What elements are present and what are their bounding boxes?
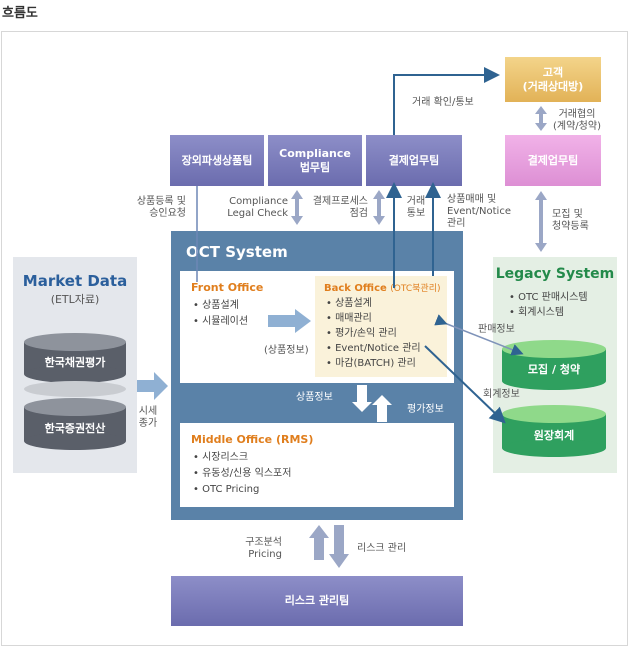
db-korea-bond-pricing: 한국채권평가 [24, 333, 126, 383]
trade-confirm-label: 거래 확인/통보 [412, 97, 474, 108]
compliance-check-label: Compliance Legal Check [227, 196, 288, 219]
back-office-items: • 상품설계 • 매매관리 • 평가/손익 관리 • Event/Notice … [326, 296, 421, 371]
legacy-item: • 회계시스템 [509, 307, 565, 318]
risk-team-label: 리스크 관리팀 [284, 594, 350, 607]
oct-to-risk-down-arrow [309, 525, 329, 560]
settlement-double-arrow [373, 190, 385, 225]
back-office-item: • 매매관리 [326, 313, 372, 324]
derivatives-team-label: 장외파생상품팀 [181, 153, 253, 167]
middle-office-items: • 시장리스크 • 유동성/신용 익스포저 • OTC Pricing [193, 450, 291, 498]
front-office-items: • 상품설계 • 시뮬레이션 [193, 298, 248, 330]
db-korea-bond-pricing-label: 한국채권평가 [44, 356, 106, 369]
product-registration-label: 상품등록 및 승인요청 [136, 196, 186, 219]
compliance-team-label: Compliance 법무팀 [279, 146, 351, 174]
settlement-legacy-double-arrow [535, 191, 547, 252]
page-title: 흐름도 [2, 6, 38, 21]
db-ledger-accounting: 원장회계 [502, 405, 606, 457]
trade-management-label: 상품매매 및 Event/Notice 관리 [447, 194, 511, 229]
customer-box: 고객 (거래상대방) [505, 57, 601, 102]
product-info-down-arrow [352, 385, 372, 412]
back-office-title: Back Office (OTC북관리) [324, 283, 441, 294]
quote-close-label: 시세 종가 [138, 406, 158, 429]
front-office-item: • 시뮬레이션 [193, 316, 249, 327]
settlement-check-label: 결제프로세스 점검 [312, 196, 368, 219]
trade-agreement-label: 거래협의 (계약/청약) [553, 109, 601, 132]
legacy-system-title: Legacy System [495, 266, 615, 282]
db-recruit-subscription: 모집 / 청약 [502, 340, 606, 390]
market-data-title: Market Data [22, 272, 128, 290]
valuation-info-label: 평가정보 [407, 404, 444, 415]
front-office-title: Front Office [191, 281, 264, 294]
middle-office-title: Middle Office (RMS) [191, 433, 314, 446]
settlement-to-customer-arrow [393, 67, 500, 135]
risk-management-label: 리스크 관리 [357, 543, 407, 554]
front-office-item: • 상품설계 [193, 300, 239, 311]
back-office-item: • 마감(BATCH) 관리 [326, 358, 416, 369]
trade-notice-label: 거래 통보 [406, 196, 426, 219]
customer-label: 고객 (거래상대방) [522, 65, 584, 93]
customer-settlement-double-arrow [535, 106, 547, 131]
settlement-team-2-box: 결제업무팀 [505, 135, 601, 186]
derivatives-team-box: 장외파생상품팀 [170, 135, 264, 186]
accounting-info-label: 회계정보 [483, 389, 520, 400]
db-ledger-accounting-label: 원장회계 [533, 429, 575, 442]
legacy-items: • OTC 판매시스템 • 회계시스템 [509, 290, 588, 320]
legacy-item: • OTC 판매시스템 [509, 292, 588, 303]
market-to-oct-arrow [137, 372, 168, 400]
diagram-frame [1, 31, 628, 646]
compliance-team-box: Compliance 법무팀 [268, 135, 362, 186]
back-office-item: • Event/Notice 관리 [326, 343, 421, 354]
db-korea-securities-label: 한국증권전산 [44, 422, 106, 435]
db-recruit-subscription-label: 모집 / 청약 [527, 363, 581, 376]
settlement-team-label: 결제업무팀 [388, 153, 440, 167]
middle-office-item: • OTC Pricing [193, 484, 260, 495]
db-korea-securities: 한국증권전산 [24, 398, 126, 450]
structure-pricing-label: 구조분석 Pricing [245, 537, 282, 560]
market-data-subtitle: (ETL자료) [50, 293, 100, 306]
valuation-info-up-arrow [372, 395, 392, 422]
compliance-double-arrow [291, 190, 303, 225]
settlement-team-2-label: 결제업무팀 [527, 153, 579, 167]
risk-team-box: 리스크 관리팀 [171, 576, 463, 626]
product-info-label: 상품정보 [296, 392, 333, 403]
db-separator-disk [24, 381, 126, 397]
front-to-back-arrow [268, 309, 311, 333]
back-office-item: • 평가/손익 관리 [326, 328, 397, 339]
recruit-label: 모집 및 청약등록 [552, 209, 589, 232]
back-to-accounting-arrow [424, 345, 506, 424]
back-office-box [315, 276, 447, 377]
settlement-team-box: 결제업무팀 [366, 135, 462, 186]
middle-office-box [180, 423, 454, 507]
product-info-front-label: (상품정보) [264, 345, 309, 356]
back-office-item: • 상품설계 [326, 298, 372, 309]
risk-to-oct-up-arrow [329, 525, 349, 568]
middle-office-item: • 시장리스크 [193, 452, 249, 463]
oct-system-title: OCT System [186, 243, 288, 261]
back-to-sales-arrow [434, 314, 524, 356]
middle-office-item: • 유동성/신용 익스포저 [193, 468, 292, 479]
